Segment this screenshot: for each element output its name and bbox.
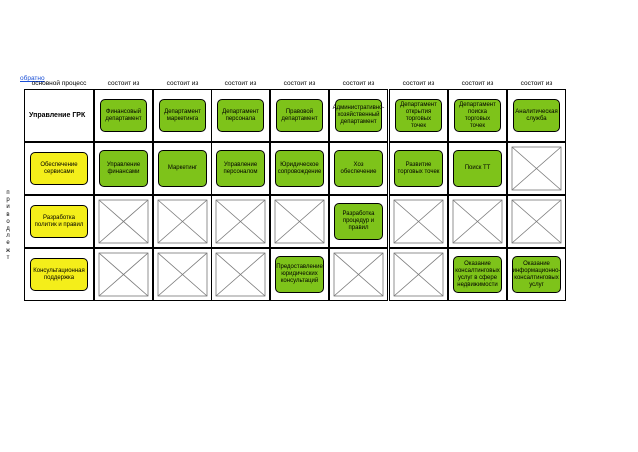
empty-cell-x xyxy=(329,248,388,301)
activity-box[interactable]: Поиск ТТ xyxy=(453,150,502,187)
empty-cell-x xyxy=(507,195,566,248)
activity-box[interactable]: Юридическое сопровождение xyxy=(275,150,324,187)
activity-box[interactable]: Управление персоналом xyxy=(216,150,265,187)
empty-cell-x xyxy=(507,142,566,195)
empty-cell-x xyxy=(211,195,270,248)
header-consists-of: состоит из xyxy=(224,80,257,87)
header-consists-of: состоит из xyxy=(461,80,494,87)
empty-cell-x xyxy=(270,195,329,248)
empty-cell-x xyxy=(153,248,212,301)
header-consists-of: состоит из xyxy=(166,80,199,87)
empty-cell-x xyxy=(94,195,153,248)
management-label: Управление ГРК xyxy=(24,89,94,142)
header-consists-of: состоит из xyxy=(402,80,435,87)
department-box[interactable]: Департамент поиска торговых точек xyxy=(454,99,501,132)
process-box[interactable]: Разработка политик и правил xyxy=(30,205,88,238)
header-consists-of: состоит из xyxy=(520,80,553,87)
department-box[interactable]: Правовой департамент xyxy=(276,99,323,132)
empty-cell-x xyxy=(448,195,507,248)
header-consists-of: состоит из xyxy=(342,80,375,87)
header-consists-of: состоит из xyxy=(283,80,316,87)
department-box[interactable]: Департамент персонала xyxy=(217,99,264,132)
header-main-process: основной процесс xyxy=(31,80,87,87)
empty-cell-x xyxy=(389,248,448,301)
process-box[interactable]: Обеспечение сервисами xyxy=(30,152,88,185)
activity-box[interactable]: Маркетинг xyxy=(158,150,207,187)
activity-box[interactable]: Развитие торговых точек xyxy=(394,150,443,187)
activity-box[interactable]: Разработка процедур и правил xyxy=(334,203,383,240)
empty-cell-x xyxy=(153,195,212,248)
department-box[interactable]: Департамент открытия торговых точек xyxy=(395,99,442,132)
department-box[interactable]: Аналитическая служба xyxy=(513,99,560,132)
activity-box[interactable]: Оказание информационно-консалтинговых ус… xyxy=(512,256,561,293)
activity-box[interactable]: Хоз обеспечение xyxy=(334,150,383,187)
empty-cell-x xyxy=(389,195,448,248)
header-consists-of: состоит из xyxy=(107,80,140,87)
empty-cell-x xyxy=(211,248,270,301)
process-box[interactable]: Консультационная поддержка xyxy=(30,258,88,291)
department-box[interactable]: Административно-хозяйственный департамен… xyxy=(333,99,384,132)
activity-box[interactable]: Оказание консалтинговых услуг в сфере не… xyxy=(453,256,502,293)
activity-box[interactable]: Управление финансами xyxy=(99,150,148,187)
empty-cell-x xyxy=(94,248,153,301)
department-box[interactable]: Финансовый департамент xyxy=(100,99,147,132)
department-box[interactable]: Департамент маркетинга xyxy=(159,99,206,132)
activity-box[interactable]: Предоставление юридических консультаций xyxy=(275,256,324,293)
back-link[interactable]: обратно xyxy=(20,75,45,82)
